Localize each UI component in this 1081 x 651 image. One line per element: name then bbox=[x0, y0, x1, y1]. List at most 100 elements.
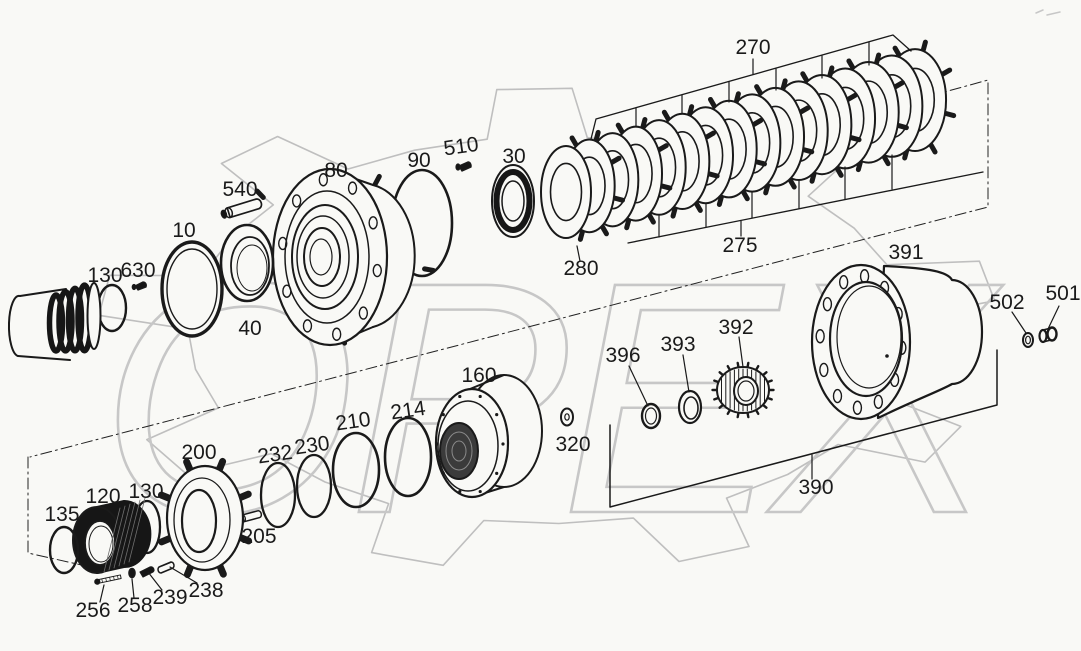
bolt-hole bbox=[838, 274, 849, 290]
part-210-ring bbox=[331, 431, 381, 509]
ring bbox=[1038, 328, 1048, 344]
part-200-ring-gear bbox=[157, 457, 253, 579]
part-630-plug bbox=[131, 281, 147, 291]
bolt-hole bbox=[372, 263, 382, 278]
tab bbox=[846, 58, 856, 71]
ring bbox=[1022, 332, 1034, 348]
bolt-hole bbox=[358, 306, 369, 320]
tab bbox=[157, 491, 174, 503]
bolt-hole bbox=[822, 296, 833, 312]
tab bbox=[881, 154, 891, 167]
part-540-pin bbox=[220, 198, 263, 219]
tab bbox=[896, 123, 909, 131]
tab bbox=[809, 170, 817, 184]
bolt-hole bbox=[852, 400, 863, 415]
tab bbox=[656, 143, 669, 153]
spline-band bbox=[46, 292, 66, 354]
callout-270-bracket bbox=[590, 34, 912, 140]
part-label-120: 120 bbox=[85, 485, 120, 508]
part-leader bbox=[576, 245, 581, 262]
bolt-hole bbox=[347, 181, 358, 195]
tab bbox=[577, 229, 585, 242]
part-label-10: 10 bbox=[172, 219, 195, 242]
tab bbox=[183, 458, 194, 474]
ring bbox=[291, 204, 359, 310]
tab bbox=[624, 217, 632, 231]
ring bbox=[564, 413, 570, 421]
watermark-mark bbox=[1046, 11, 1061, 16]
part-label-80: 80 bbox=[324, 159, 347, 182]
mesh-face bbox=[439, 422, 479, 480]
tab bbox=[920, 39, 928, 53]
ring bbox=[828, 280, 904, 398]
bolt-hole bbox=[331, 327, 342, 341]
tab bbox=[740, 189, 750, 202]
line bbox=[101, 578, 103, 583]
screw-body bbox=[94, 574, 122, 585]
ring bbox=[640, 402, 662, 430]
part-label-205: 205 bbox=[241, 525, 276, 548]
tab bbox=[612, 195, 625, 203]
tab bbox=[640, 117, 648, 130]
part-30-seal bbox=[491, 164, 535, 238]
bolt-hole bbox=[819, 362, 829, 378]
axis-centerline bbox=[29, 79, 989, 458]
part-leader bbox=[147, 571, 163, 591]
part-214-ring bbox=[383, 416, 433, 498]
dot bbox=[885, 354, 889, 358]
rivet bbox=[435, 442, 439, 446]
part-label-510: 510 bbox=[442, 133, 480, 161]
callout-390-bracket bbox=[609, 349, 998, 508]
tab bbox=[687, 104, 695, 117]
part-input-shaft bbox=[7, 282, 102, 361]
part-leader bbox=[131, 578, 135, 599]
rivet bbox=[501, 442, 505, 446]
tab bbox=[609, 155, 622, 165]
ring bbox=[455, 163, 461, 171]
part-label-393: 393 bbox=[660, 333, 695, 356]
part-leader bbox=[1047, 305, 1060, 330]
tab bbox=[943, 110, 957, 119]
path bbox=[7, 294, 21, 357]
path bbox=[241, 510, 263, 523]
part-238-pin bbox=[157, 561, 175, 574]
ring bbox=[1024, 335, 1031, 345]
watermark-mark bbox=[1035, 9, 1044, 14]
part-160-hub bbox=[434, 374, 543, 499]
ring bbox=[48, 525, 80, 575]
part-502-ring bbox=[1022, 332, 1034, 348]
part-leader bbox=[169, 566, 198, 584]
tab bbox=[892, 45, 902, 58]
part-label-210: 210 bbox=[334, 408, 372, 436]
tab bbox=[801, 147, 815, 155]
part-232-oring bbox=[259, 461, 297, 529]
spline-band bbox=[56, 288, 75, 354]
part-239-pin bbox=[139, 566, 155, 578]
tab bbox=[372, 173, 382, 187]
disc-inner bbox=[549, 162, 583, 222]
part-label-391: 391 bbox=[888, 241, 923, 264]
part-label-390: 390 bbox=[798, 476, 833, 499]
clutch-disc-stack bbox=[540, 39, 957, 242]
part-label-239: 239 bbox=[152, 586, 187, 609]
tab bbox=[874, 52, 882, 66]
tab bbox=[422, 266, 436, 273]
line bbox=[113, 576, 115, 581]
tab bbox=[827, 65, 835, 79]
bolt-hole bbox=[278, 236, 288, 251]
tab bbox=[751, 117, 764, 127]
tab bbox=[798, 105, 811, 115]
part-label-30: 30 bbox=[502, 145, 525, 168]
ring bbox=[437, 400, 499, 492]
part-leader bbox=[99, 584, 105, 603]
tab bbox=[661, 109, 671, 122]
ring bbox=[296, 215, 350, 299]
knurl bbox=[118, 501, 136, 567]
ring bbox=[236, 244, 268, 292]
part-label-238: 238 bbox=[188, 579, 223, 602]
ring bbox=[331, 431, 381, 509]
part-label-230: 230 bbox=[293, 432, 331, 460]
rivet bbox=[458, 489, 462, 494]
path bbox=[458, 161, 472, 172]
ring bbox=[295, 453, 333, 519]
